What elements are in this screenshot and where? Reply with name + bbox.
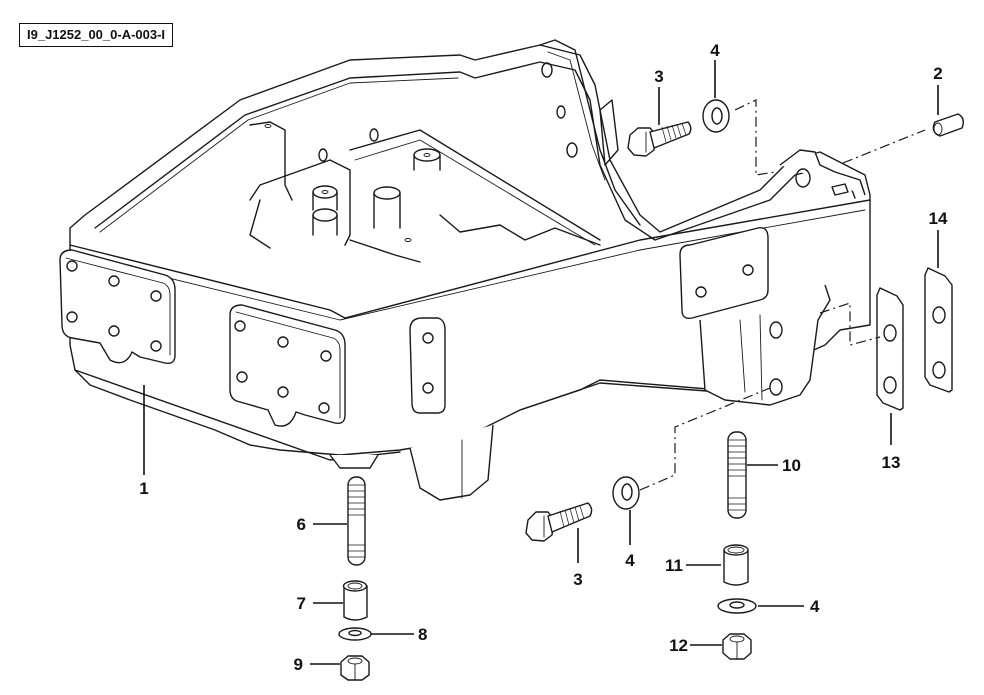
callout-4-bottom: 4: [758, 597, 820, 616]
callout-12: 12: [669, 636, 722, 655]
svg-text:10: 10: [782, 456, 801, 475]
callout-3-bottom: 3: [573, 528, 583, 589]
callout-4-mid: 4: [625, 510, 635, 570]
part-shim-front[interactable]: [876, 287, 904, 411]
callout-10: 10: [747, 456, 801, 475]
svg-text:2: 2: [933, 64, 942, 83]
callout-2: 2: [933, 64, 943, 115]
part-spacer-right[interactable]: [723, 544, 749, 586]
svg-text:4: 4: [810, 597, 820, 616]
callout-9: 9: [294, 655, 340, 674]
svg-text:9: 9: [294, 655, 303, 674]
figure-reference-label: I9_J1252_00_0-A-003-I: [19, 23, 174, 47]
svg-text:14: 14: [929, 209, 948, 228]
part-washer-mid[interactable]: [612, 476, 640, 510]
part-bolt-top[interactable]: [627, 121, 692, 157]
callout-13: 13: [882, 413, 901, 472]
callout-3-top: 3: [654, 67, 664, 125]
part-pin[interactable]: [932, 113, 965, 137]
part-nut-left[interactable]: [340, 655, 370, 681]
callout-4-top: 4: [710, 41, 720, 98]
svg-text:12: 12: [669, 636, 688, 655]
part-frame[interactable]: [59, 39, 871, 501]
svg-text:7: 7: [297, 594, 306, 613]
callout-14: 14: [929, 209, 948, 268]
callout-6: 6: [297, 515, 347, 534]
part-nut-right[interactable]: [722, 633, 752, 660]
part-stud-right[interactable]: [727, 431, 747, 519]
callout-11: 11: [665, 556, 721, 575]
svg-text:13: 13: [882, 453, 901, 472]
part-bolt-bottom[interactable]: [525, 502, 593, 542]
svg-text:6: 6: [297, 515, 306, 534]
svg-text:3: 3: [573, 570, 582, 589]
svg-text:4: 4: [625, 551, 635, 570]
callout-1: 1: [139, 385, 149, 498]
callout-7: 7: [297, 594, 343, 613]
part-washer-bottom[interactable]: [717, 598, 757, 614]
svg-text:4: 4: [710, 41, 720, 60]
svg-text:11: 11: [665, 556, 683, 575]
svg-text:3: 3: [654, 67, 663, 86]
part-stud-left[interactable]: [347, 476, 366, 566]
assembly-lines: [639, 99, 926, 491]
part-shim-rear[interactable]: [924, 267, 953, 393]
part-washer-top[interactable]: [702, 99, 730, 133]
svg-text:1: 1: [139, 479, 148, 498]
callout-8: 8: [371, 625, 427, 644]
part-spacer-left[interactable]: [342, 580, 368, 621]
svg-text:8: 8: [418, 625, 427, 644]
part-washer-left[interactable]: [338, 627, 372, 641]
